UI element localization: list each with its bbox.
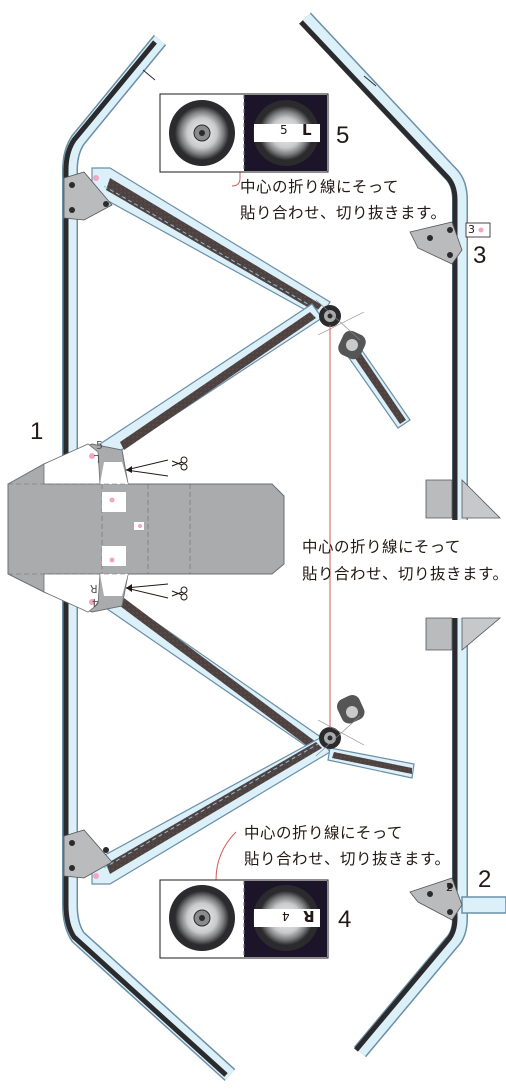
- bracket-top-left: [63, 171, 113, 221]
- tab-mark-R: R: [90, 582, 98, 595]
- wheel-panel-4: [159, 879, 329, 959]
- instruction-top-line2: 貼り合わせ、切り抜きます。: [240, 204, 447, 222]
- tab-mark-L: L: [94, 452, 101, 465]
- right-frame-tube-lower: [353, 618, 506, 1058]
- instruction-top-line1: 中心の折り線にそって: [240, 178, 399, 196]
- instruction-bottom-line1: 中心の折り線にそって: [244, 824, 403, 842]
- part-label-1: 1: [30, 418, 44, 445]
- bracket-number-3: 3: [468, 223, 475, 236]
- bracket-3: [409, 221, 491, 265]
- instruction-mid-line1: 中心の折り線にそって: [302, 538, 461, 556]
- wheel-panel-5: [159, 93, 329, 173]
- wheel-icon: [169, 100, 235, 166]
- wheel-icon: [169, 885, 235, 951]
- caster-wheel-icon: [315, 299, 366, 360]
- instruction-bottom-line2: 貼り合わせ、切り抜きます。: [244, 850, 451, 868]
- bracket-2: [409, 877, 463, 921]
- scissors-icon: [125, 583, 188, 601]
- hub-label-4: 4: [282, 909, 290, 923]
- hub-label-L: L: [302, 121, 312, 139]
- caster-wheel-icon: [315, 695, 365, 757]
- instruction-mid-line2: 貼り合わせ、切り抜きます。: [302, 565, 506, 583]
- part-label-2: 2: [478, 866, 492, 893]
- part-label-5: 5: [336, 122, 350, 149]
- right-frame-tube-upper: [299, 12, 468, 520]
- bracket-bottom-left: [63, 829, 113, 879]
- bracket-number-2: 2: [446, 881, 453, 894]
- tab-mark-4: 4: [92, 596, 99, 609]
- scissors-icon: [125, 456, 188, 477]
- hub-label-5: 5: [280, 123, 288, 137]
- wheel-icon: [253, 885, 320, 951]
- hub-label-R: R: [303, 907, 315, 925]
- tab-mark-5: 5: [96, 439, 103, 452]
- foot-plates: [425, 479, 502, 651]
- wheel-icon: [253, 100, 320, 166]
- brace-top: [91, 167, 411, 457]
- part-label-3: 3: [473, 242, 487, 269]
- seat-panel: [7, 443, 285, 613]
- part-label-4: 4: [338, 906, 352, 933]
